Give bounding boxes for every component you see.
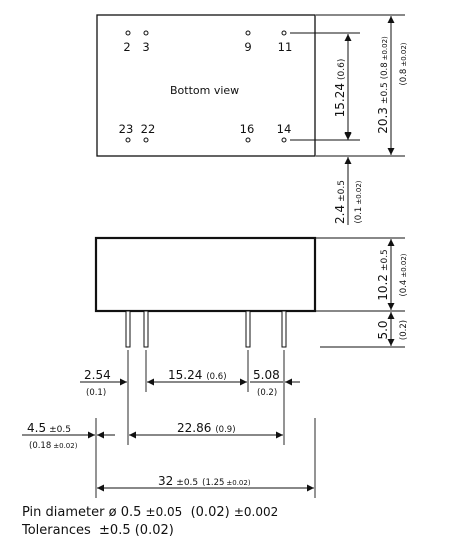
side-view-body [94,236,317,313]
side-pin-2 [143,310,149,348]
pin-diameter-inch-tol: ±0.002 [233,505,279,519]
pin-hole-23 [125,137,131,143]
dim-text-pin-offset-right: 5.08 [253,368,280,382]
dim-text-body-height: 10.2±0.5 [376,249,390,301]
pin-hole-22 [143,137,149,143]
pin-hole-11 [281,30,287,36]
extension-lines-side [316,237,405,348]
pin-number-2: 2 [123,40,130,54]
pin-number-3: 3 [142,40,149,54]
pin-diameter-inch: (0.02) [190,505,230,520]
side-view-pins [125,310,287,348]
dim-text-pin-length: 5.0 [376,320,390,339]
dim-text-body-width-inch: (0.8±0.02) [399,42,409,85]
tolerances-label: Tolerances [22,523,91,538]
pin-numbers: 2 3 9 11 23 22 16 14 [119,40,293,136]
pin-hole-2 [125,30,131,36]
dim-text-pin-span: 22.86(0.9) [177,421,236,435]
dim-text-pin-length-inch: (0.2) [399,320,409,340]
side-pin-4 [281,310,287,348]
pin-diameter-label: Pin diameter [22,505,105,520]
dim-text-end-offset-inch: (0.18±0.02) [29,441,78,451]
dim-text-pin-offset-side-inch: (0.1±0.02) [354,180,364,223]
pin-number-22: 22 [141,122,156,136]
pin-hole-3 [143,30,149,36]
bottom-view-body [96,14,316,157]
pin-hole-14 [281,137,287,143]
dim-text-pin-offset-left-inch: (0.1) [86,388,106,398]
dim-text-pin-offset-right-inch: (0.2) [257,388,277,398]
dim-text-pin-pitch-vertical: 15.24(0.6) [333,59,347,118]
dim-text-pin-offset-left: 2.54 [84,368,111,382]
dim-text-pin-pitch-middle: 15.24(0.6) [168,368,227,382]
tolerances-note: Tolerances ±0.5 (0.02) [22,523,174,538]
pin-number-9: 9 [244,40,251,54]
pin-hole-9 [245,30,251,36]
dim-text-pin-offset-side: 2.4±0.5 [333,180,347,224]
dim-text-end-offset: 4.5±0.5 [27,421,71,435]
side-pin-1 [125,310,131,348]
tolerances-value: ±0.5 (0.02) [99,523,174,538]
pin-extension-lines [95,350,316,498]
pin-diameter-value: 0.5 [120,505,142,520]
dim-text-body-length: 32±0.5(1.25±0.02) [158,474,251,488]
pin-number-11: 11 [278,40,293,54]
pin-number-23: 23 [119,122,134,136]
pin-number-16: 16 [240,122,255,136]
pin-holes [125,30,287,143]
pin-hole-16 [245,137,251,143]
dim-text-body-width: 20.3±0.5(0.8±0.02) [376,36,390,134]
dim-text-body-height-inch: (0.4±0.02) [399,253,409,296]
side-pin-3 [245,310,251,348]
pin-number-14: 14 [277,122,292,136]
pin-diameter-note: Pin diameter ø 0.5 ±0.05 (0.02) ±0.002 [22,505,278,520]
bottom-view-label: Bottom view [170,84,239,97]
pin-diameter-tol: ±0.05 [145,505,183,519]
pin-diameter-symbol: ø [108,505,117,520]
